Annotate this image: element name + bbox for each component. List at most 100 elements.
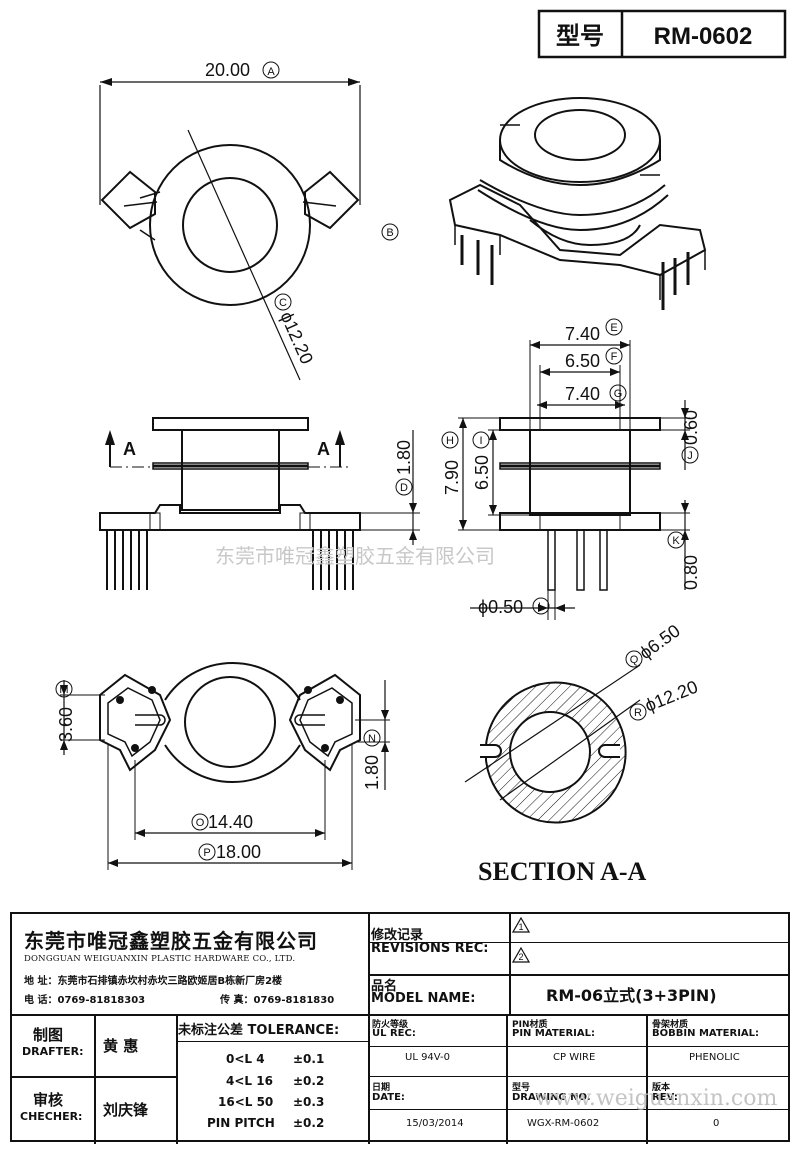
svg-text:H: H	[446, 435, 454, 447]
dim-r: ϕ12.20	[642, 677, 701, 716]
dim-n: 1.80	[362, 755, 382, 790]
ul-value: UL 94V-0	[405, 1052, 451, 1063]
marker-a: A	[262, 61, 280, 79]
bottom-view: 3.60 1.80 14.40 18.00	[56, 661, 390, 870]
rev-label-en: REV:	[652, 1092, 678, 1103]
rev-label-cn: 版本	[652, 1083, 671, 1093]
svg-text:O: O	[196, 817, 205, 829]
drawing-label-en: DRAWING NO.	[512, 1092, 591, 1103]
company-en: DONGGUAN WEIGUANXIN PLASTIC HARDWARE CO.…	[24, 954, 296, 964]
marker-j: J	[681, 446, 699, 464]
svg-text:D: D	[400, 482, 408, 494]
tolerance-value-4: ±0.2	[293, 1116, 325, 1130]
top-view: 20.00 ϕ12.20	[99, 60, 361, 381]
revision-2-triangle: 2	[512, 947, 530, 963]
bobbin-label-en: BOBBIN MATERIAL:	[652, 1028, 760, 1039]
revisions-label-cn: 修改记录	[371, 928, 424, 943]
ul-label-en: UL REC:	[372, 1028, 416, 1039]
dim-g: 7.40	[565, 384, 600, 404]
marker-q: Q	[625, 650, 643, 668]
svg-text:B: B	[386, 227, 393, 239]
dim-l: ϕ0.50	[478, 597, 523, 617]
model-name-label-cn: 品名	[371, 979, 398, 994]
marker-h: H	[441, 431, 459, 449]
drafter-label-en: DRAFTER:	[22, 1045, 84, 1058]
svg-text:1: 1	[518, 922, 523, 932]
marker-i: I	[472, 431, 490, 449]
svg-text:2: 2	[518, 952, 523, 962]
pin-label-cn: PIN材质	[512, 1020, 548, 1030]
svg-text:A: A	[267, 66, 275, 78]
dim-d: 1.80	[394, 440, 414, 475]
marker-k: K	[667, 531, 685, 549]
header-box: 型号 RM-0602	[537, 9, 787, 59]
svg-text:L: L	[538, 601, 544, 613]
dim-m: 3.60	[56, 707, 76, 742]
tolerance-range-1: 0<L 4	[226, 1052, 265, 1066]
svg-text:N: N	[368, 733, 376, 745]
section-arrow-right: A	[317, 439, 330, 459]
marker-n: N	[363, 729, 381, 747]
drafter-name: 黄 惠	[103, 1037, 139, 1055]
section-title: SECTION A-A	[478, 857, 647, 886]
dim-c: ϕ12.20	[276, 308, 317, 366]
svg-text:Q: Q	[630, 654, 639, 666]
dim-i: 6.50	[472, 455, 492, 490]
tolerance-range-4: PIN PITCH	[207, 1116, 275, 1130]
date-label-cn: 日期	[372, 1083, 391, 1093]
bobbin-value: PHENOLIC	[689, 1052, 740, 1063]
marker-o: O	[191, 813, 209, 831]
drawing-value: WGX-RM-0602	[527, 1118, 600, 1129]
section-view: ϕ6.50 ϕ12.20 SECTION A-A	[464, 621, 701, 886]
date-label-en: DATE:	[372, 1092, 405, 1103]
svg-text:K: K	[672, 535, 680, 547]
pin-value: CP WIRE	[553, 1052, 596, 1063]
dim-o: 14.40	[208, 812, 253, 832]
svg-text:J: J	[687, 450, 693, 462]
company-fax: 传 真：0769-8181830	[220, 995, 335, 1006]
tolerance-value-2: ±0.2	[293, 1074, 325, 1088]
dim-p: 18.00	[216, 842, 261, 862]
rev-value: 0	[713, 1118, 720, 1129]
marker-g: G	[609, 384, 627, 402]
revisions-label-en: REVISIONS REC:	[371, 941, 489, 956]
pin-label-en: PIN MATERIAL:	[512, 1028, 595, 1039]
marker-r: R	[629, 703, 647, 721]
front-view: 1.80	[99, 417, 420, 590]
marker-b: B	[381, 223, 399, 241]
header-model-value: RM-0602	[654, 23, 753, 50]
marker-l: L	[532, 597, 550, 615]
date-value: 15/03/2014	[406, 1118, 464, 1129]
marker-f: F	[605, 347, 623, 365]
drafter-label-cn: 制图	[33, 1026, 64, 1044]
tolerance-range-3: 16<L 50	[218, 1095, 274, 1109]
watermark-center: 东莞市唯冠鑫塑胶五金有限公司	[215, 545, 495, 568]
technical-drawing: 型号 RM-0602 20.00 ϕ12.20 A B C	[55, 9, 787, 886]
tolerance-title: 未标注公差 TOLERANCE:	[178, 1023, 340, 1038]
svg-text:F: F	[611, 351, 618, 363]
dim-e: 7.40	[565, 324, 600, 344]
tolerance-value-3: ±0.3	[293, 1095, 325, 1109]
bobbin-label-cn: 骨架材质	[652, 1020, 689, 1030]
marker-e: E	[605, 318, 623, 336]
section-arrow-left: A	[123, 439, 136, 459]
svg-text:P: P	[203, 847, 210, 859]
company-address: 地 址：东莞市石排镇赤坎村赤坎三路欧姬居B栋新厂房2楼	[24, 976, 283, 987]
svg-text:I: I	[479, 435, 482, 447]
dim-j: 0.60	[681, 410, 701, 445]
marker-p: P	[198, 843, 216, 861]
company-cn: 东莞市唯冠鑫塑胶五金有限公司	[24, 929, 318, 953]
svg-text:M: M	[59, 684, 68, 696]
watermark-corner: www.weiguanxin.com	[535, 1086, 778, 1111]
checker-label-cn: 审核	[33, 1091, 64, 1109]
dim-h: 7.90	[442, 460, 462, 495]
isometric-view	[448, 97, 707, 310]
dim-a: 20.00	[205, 60, 250, 80]
model-name-value: RM-06立式(3+3PIN)	[546, 986, 717, 1005]
marker-m: M	[55, 680, 73, 698]
dim-q: ϕ6.50	[636, 621, 684, 664]
svg-text:E: E	[610, 322, 617, 334]
model-name-label-en: MODEL NAME:	[371, 991, 476, 1006]
svg-text:G: G	[614, 388, 623, 400]
svg-text:C: C	[279, 297, 287, 309]
